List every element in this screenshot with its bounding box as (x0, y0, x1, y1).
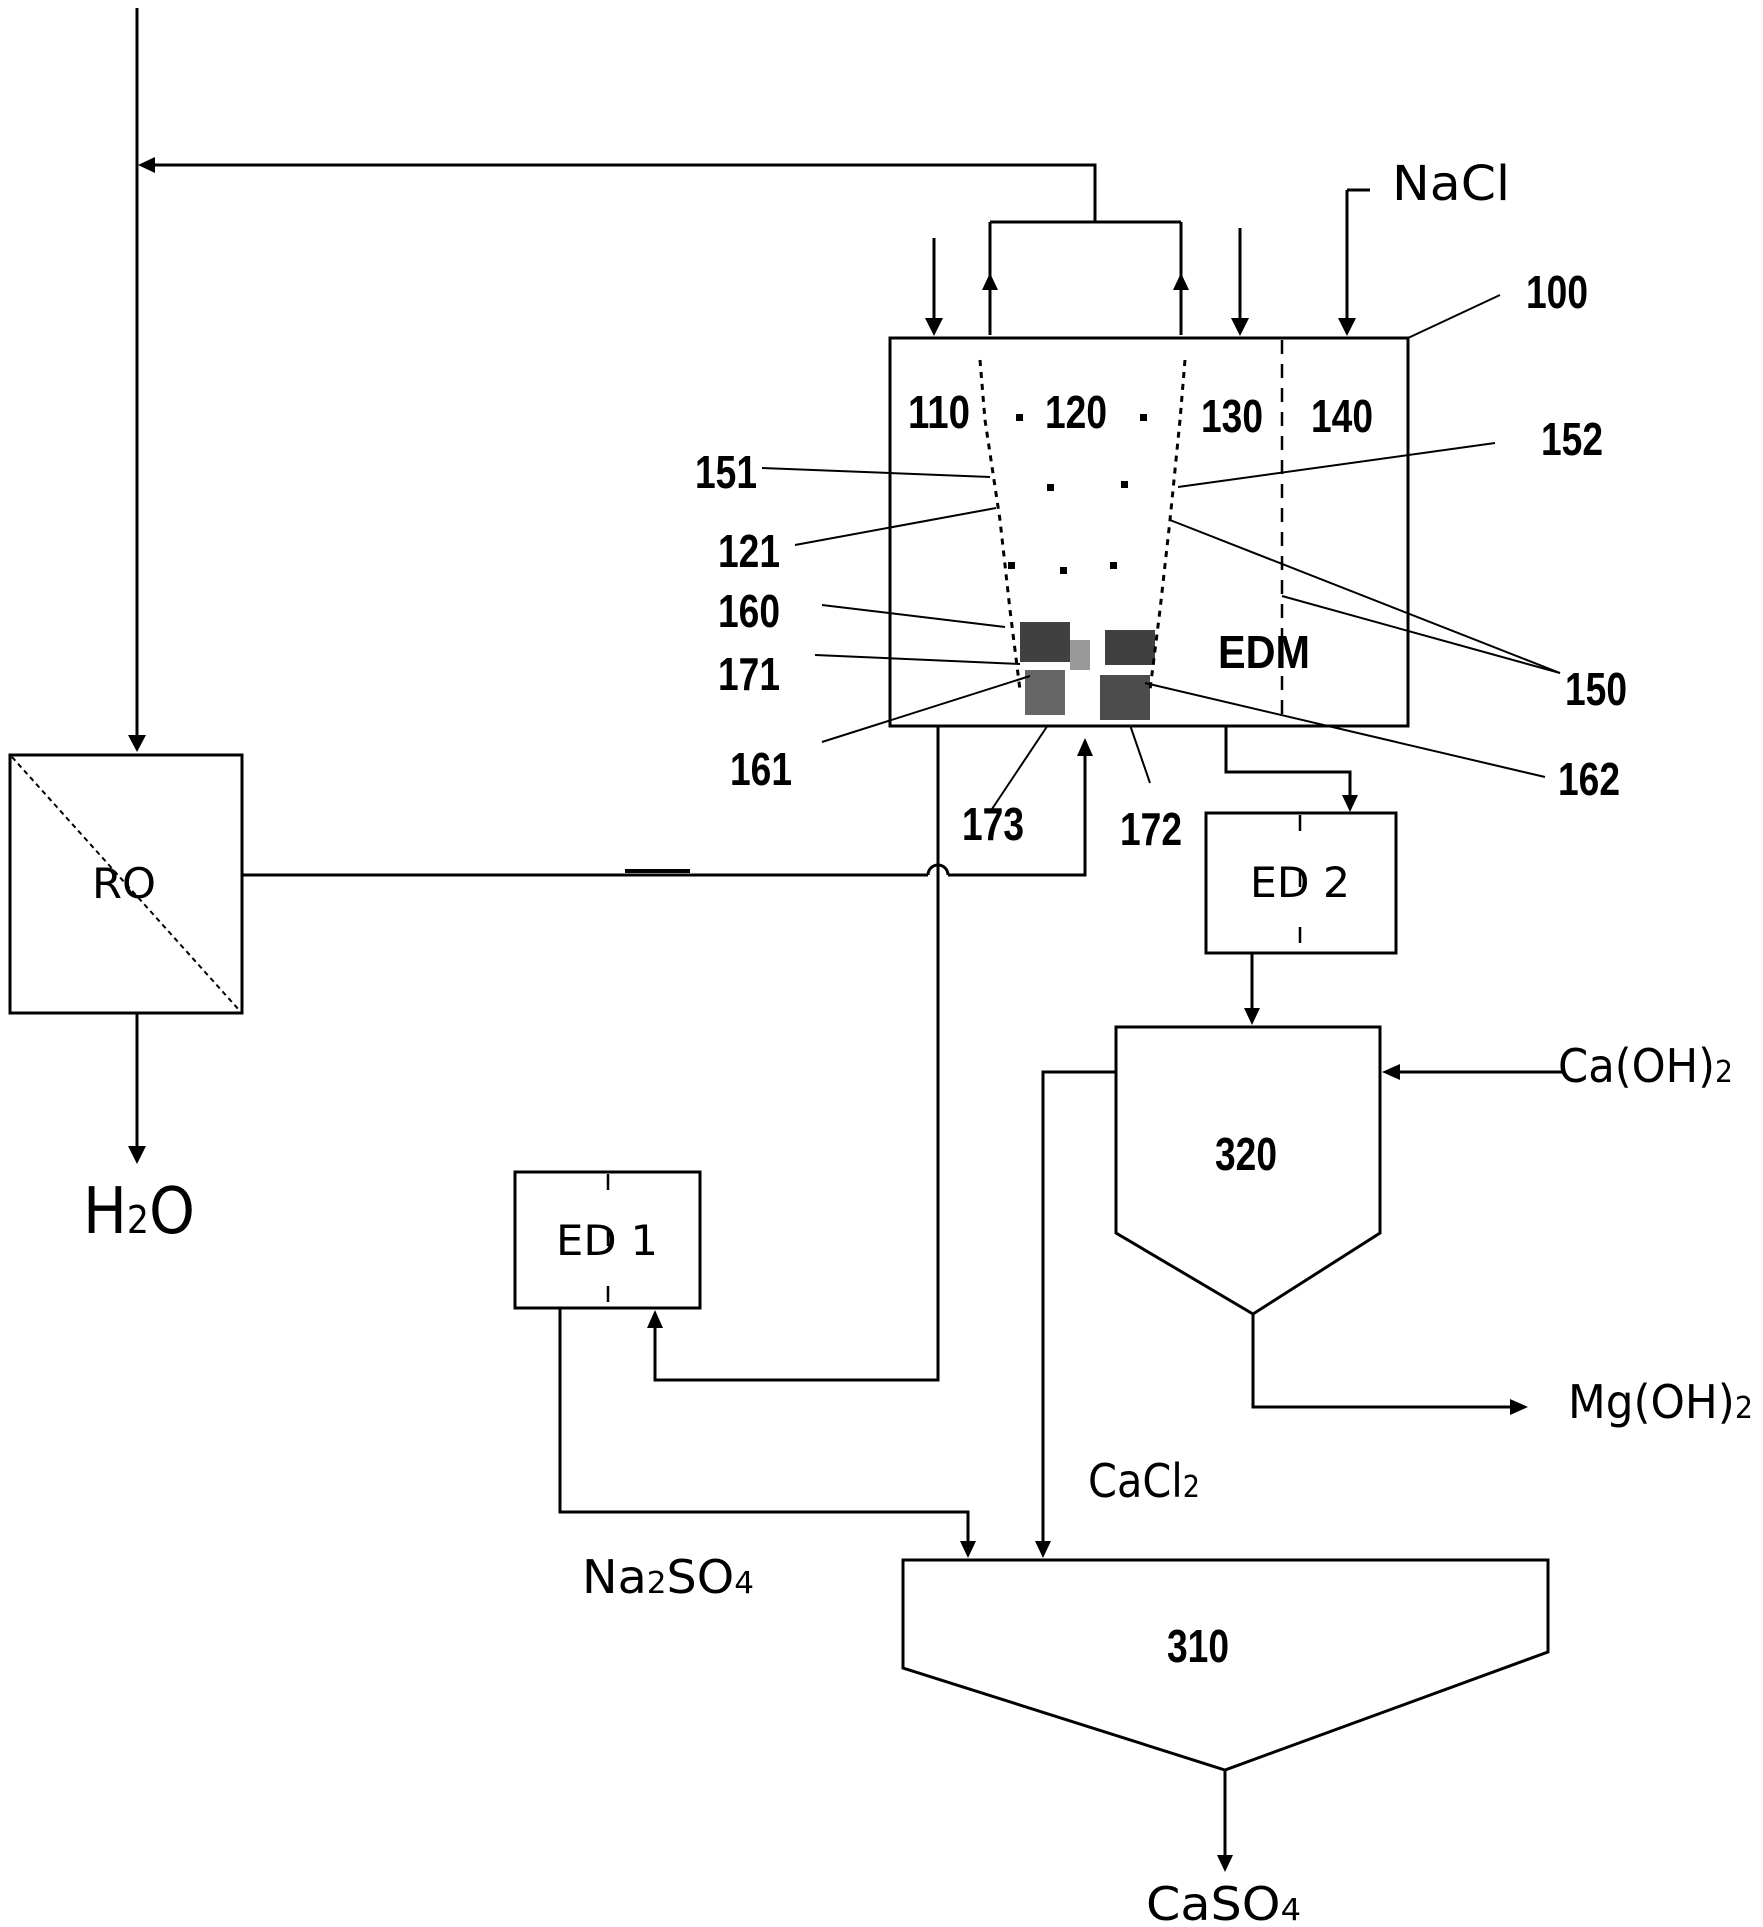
ed2-unit: ED 2 (1204, 811, 1398, 955)
cacl2-label: CaCl2 (1088, 1454, 1200, 1508)
ref-172: 172 (1120, 803, 1182, 855)
ed2-label: ED 2 (1250, 858, 1350, 907)
edm-inlet-arrows (925, 190, 1356, 336)
compartment-120: 120 (1045, 386, 1107, 438)
tank-320-label: 320 (1215, 1128, 1277, 1180)
ro-label: RO (92, 859, 156, 908)
compartment-130: 130 (1201, 390, 1263, 442)
ref-162: 162 (1558, 753, 1620, 805)
ref-160: 160 (718, 585, 780, 637)
ref-171: 171 (718, 648, 780, 700)
mgoh2-out-line (1251, 1314, 1528, 1415)
compartment-140: 140 (1311, 390, 1373, 442)
ref-150: 150 (1565, 663, 1627, 715)
cacl2-line (1035, 1070, 1116, 1558)
nacl-label: NaCl (1392, 156, 1510, 212)
caoh2-feed-line (1382, 1064, 1562, 1080)
tank-310: 310 (901, 1558, 1550, 1772)
edm-unit: 110 120 130 140 EDM (888, 336, 1410, 728)
ed1-to-310-line (558, 1308, 976, 1558)
edm-label: EDM (1218, 626, 1310, 678)
recycle-line (138, 157, 1189, 335)
ro-unit: RO (8, 753, 244, 1015)
ref-151: 151 (695, 446, 757, 498)
reference-leaders (761, 294, 1561, 813)
mgoh2-label: Mg(OH)2 (1568, 1375, 1753, 1429)
na2so4-label: Na2SO4 (582, 1550, 754, 1604)
ref-173: 173 (962, 798, 1024, 850)
ro-permeate-line (128, 1013, 146, 1164)
h2o-label: H2O (83, 1175, 195, 1249)
caso4-out-line (1217, 1770, 1233, 1872)
edm-to-ed2-line (1224, 726, 1358, 812)
ref-161: 161 (730, 743, 792, 795)
tank-320: 320 (1114, 1025, 1382, 1316)
ed1-label: ED 1 (556, 1216, 658, 1265)
edm-to-ed1-line (647, 726, 940, 1382)
membrane-dots (1008, 414, 1147, 574)
caoh2-label: Ca(OH)2 (1558, 1039, 1733, 1093)
tank-310-label: 310 (1167, 1620, 1229, 1672)
compartment-110: 110 (908, 386, 970, 438)
feed-line (128, 8, 146, 752)
ref-152: 152 (1541, 413, 1603, 465)
membrane-cluster (1020, 622, 1155, 720)
ed1-unit: ED 1 (513, 1170, 702, 1310)
reference-numbers: 100 151 152 121 160 171 161 150 162 173 … (695, 266, 1627, 855)
ed2-to-320-line (1244, 953, 1260, 1025)
ref-121: 121 (718, 525, 780, 577)
ref-100: 100 (1526, 266, 1588, 318)
